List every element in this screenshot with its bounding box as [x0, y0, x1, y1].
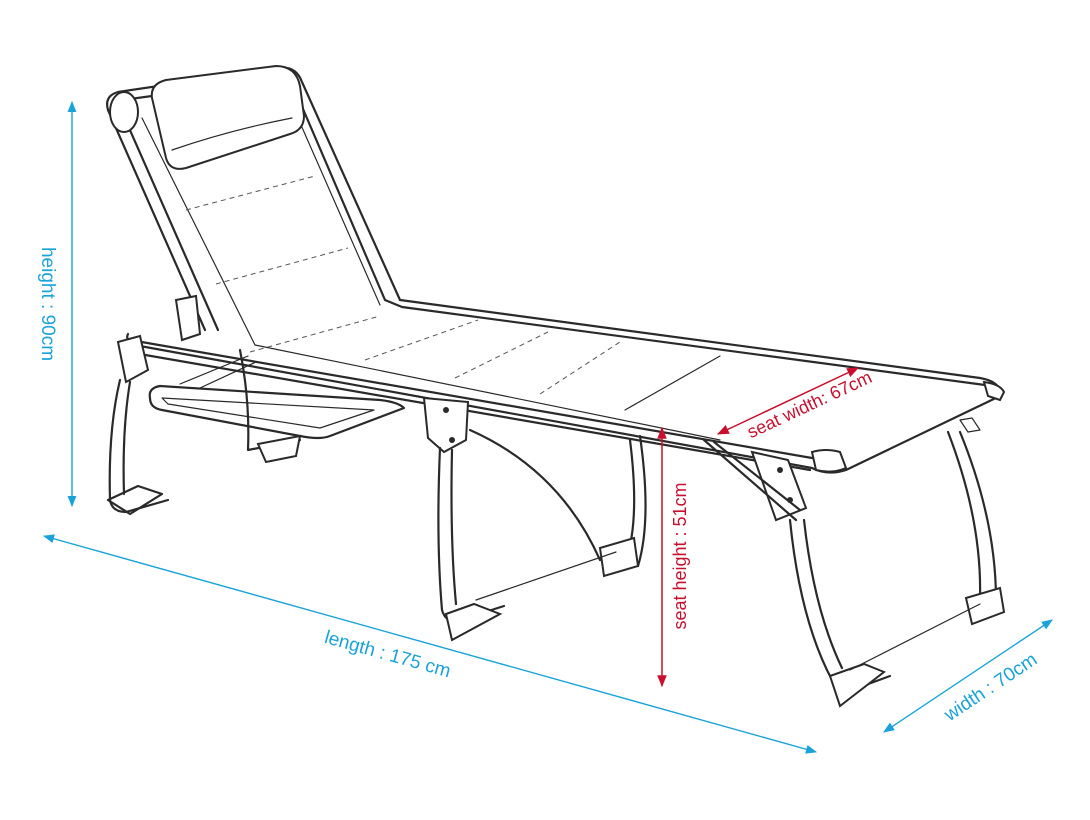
height-label: height : 90cm — [37, 247, 58, 361]
length-label: length : 175 cm — [322, 627, 453, 682]
seat-width-label: seat width: 67cm — [744, 367, 875, 442]
seat-height-label: seat height : 51cm — [670, 482, 690, 629]
seat-width-dimension — [716, 367, 860, 435]
lounger-outline — [106, 64, 1006, 708]
width-dimension — [883, 619, 1053, 733]
length-dimension — [42, 534, 818, 754]
